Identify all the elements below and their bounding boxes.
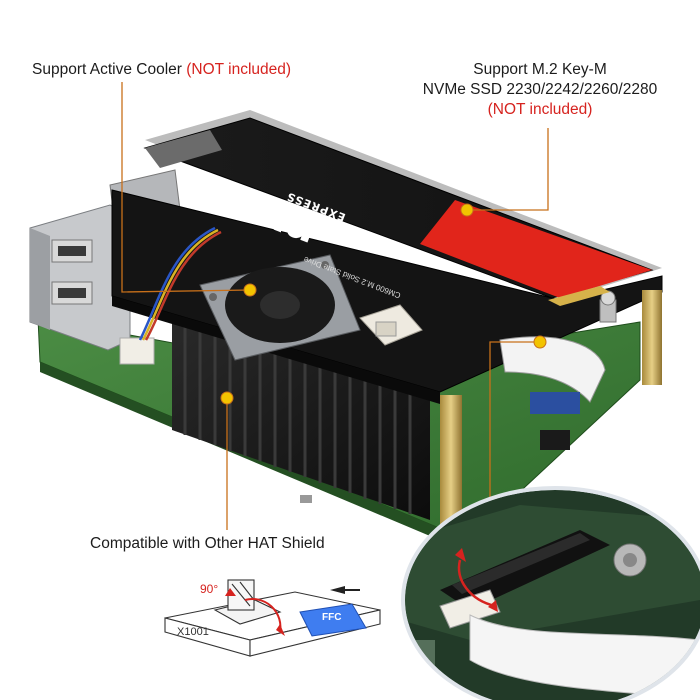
ffc-leader <box>489 341 540 545</box>
standoff-front <box>440 395 462 525</box>
cooler-annotation: Support Active Cooler (NOT included) <box>32 60 291 80</box>
ssd-leader <box>467 128 549 211</box>
ffc-dot <box>533 335 547 349</box>
ssd-dot <box>460 203 474 217</box>
cooler-dot <box>243 283 257 297</box>
nvme-ssd <box>143 110 662 306</box>
standoff-right <box>642 290 662 385</box>
cooler-text: Support Active Cooler <box>32 61 182 78</box>
ssd-line2: NVMe SSD 2230/2242/2260/2280 <box>422 81 658 98</box>
ssd-line1: Support M.2 Key-M <box>473 61 607 78</box>
ffc-strip <box>299 603 367 637</box>
cooler-note: (NOT included) <box>186 61 292 78</box>
hat-text: Compatible with Other HAT Shield <box>90 535 325 552</box>
ffc-label: FFC <box>322 612 342 623</box>
fan-connector <box>359 304 423 346</box>
hat-dot <box>220 391 234 405</box>
cooler-leader <box>121 82 251 293</box>
pi-fan-header <box>119 337 155 365</box>
hat-annotation: Compatible with Other HAT Shield <box>90 534 325 554</box>
part-label: X1001 <box>177 626 209 638</box>
inset-rotate-arrow <box>457 559 496 608</box>
angle-label: 90° <box>200 582 219 596</box>
ssd-annotation: Support M.2 Key-M NVMe SSD 2230/2242/226… <box>410 60 670 120</box>
ffc-ribbon <box>499 336 606 414</box>
ssd-note: (NOT included) <box>487 101 593 118</box>
